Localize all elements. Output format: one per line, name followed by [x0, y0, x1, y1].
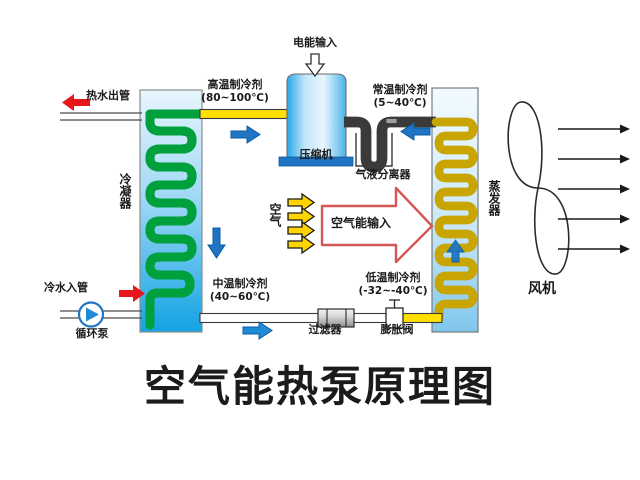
gas-liquid-separator-label: 气液分离器 — [355, 168, 411, 181]
mid-temp-refrigerant-label: 中温制冷剂 — [212, 277, 268, 290]
air-flow-arrows — [287, 192, 316, 255]
low-temp-refrigerant-range: (-32~-40℃) — [358, 285, 428, 297]
hot-water-outlet-label: 热水出管 — [86, 89, 130, 102]
normal-temp-refrigerant-range: (5~40℃) — [373, 97, 427, 109]
air-label: 空气 — [268, 203, 282, 227]
evaporator-label: 蒸发器 — [487, 180, 501, 216]
circulation-pump-icon — [77, 301, 105, 328]
arrow-power-input — [304, 53, 326, 78]
normal-temp-refrigerant-pipe — [344, 116, 436, 173]
air-energy-input-arrow — [320, 186, 434, 264]
arrow-refrigerant-to-evaporator — [400, 122, 431, 141]
expansion-valve-icon — [385, 299, 404, 329]
filter-label: 过滤器 — [308, 323, 342, 336]
mid-temp-refrigerant-range: (40~60℃) — [209, 291, 271, 303]
evaporator-coil — [393, 117, 478, 323]
filter-icon — [317, 308, 355, 328]
normal-temp-refrigerant-label: 常温制冷剂 — [372, 83, 428, 96]
circulation-pump-label: 循环泵 — [75, 327, 109, 340]
fan-icon — [507, 101, 570, 275]
air-energy-input-label: 空气能输入 — [330, 216, 391, 230]
high-temp-refrigerant-label: 高温制冷剂 — [207, 78, 263, 91]
arrow-hot-water-out — [62, 94, 90, 111]
compressor-label: 压缩机 — [299, 148, 333, 161]
cold-water-inlet-label: 冷水入管 — [44, 281, 88, 294]
fan-airflow-arrows — [558, 124, 630, 254]
arrow-cold-water-in — [119, 285, 145, 302]
arrow-refrigerant-top-left — [230, 125, 261, 144]
power-input-label: 电能输入 — [293, 36, 337, 49]
hot-water-pipe — [60, 112, 142, 121]
condenser-coil — [145, 109, 273, 330]
condenser-label: 冷凝器 — [118, 173, 132, 209]
gas-liquid-separator-unit — [355, 118, 398, 167]
low-temp-refrigerant-pipe — [397, 312, 443, 324]
high-temp-refrigerant-pipe — [199, 108, 291, 120]
arrow-evaporator-up — [446, 239, 465, 263]
arrow-mid-temp-right — [242, 321, 273, 340]
diagram-title: 空气能热泵原理图 — [143, 362, 496, 411]
low-temp-refrigerant-label: 低温制冷剂 — [365, 271, 421, 284]
arrow-condenser-down — [207, 227, 226, 259]
mid-temp-refrigerant-pipe — [199, 312, 401, 324]
fan-label: 风机 — [528, 281, 556, 297]
expansion-valve-label: 膨胀阀 — [380, 323, 414, 336]
compressor-unit — [278, 73, 354, 167]
high-temp-refrigerant-range: (80~100℃) — [201, 92, 269, 104]
